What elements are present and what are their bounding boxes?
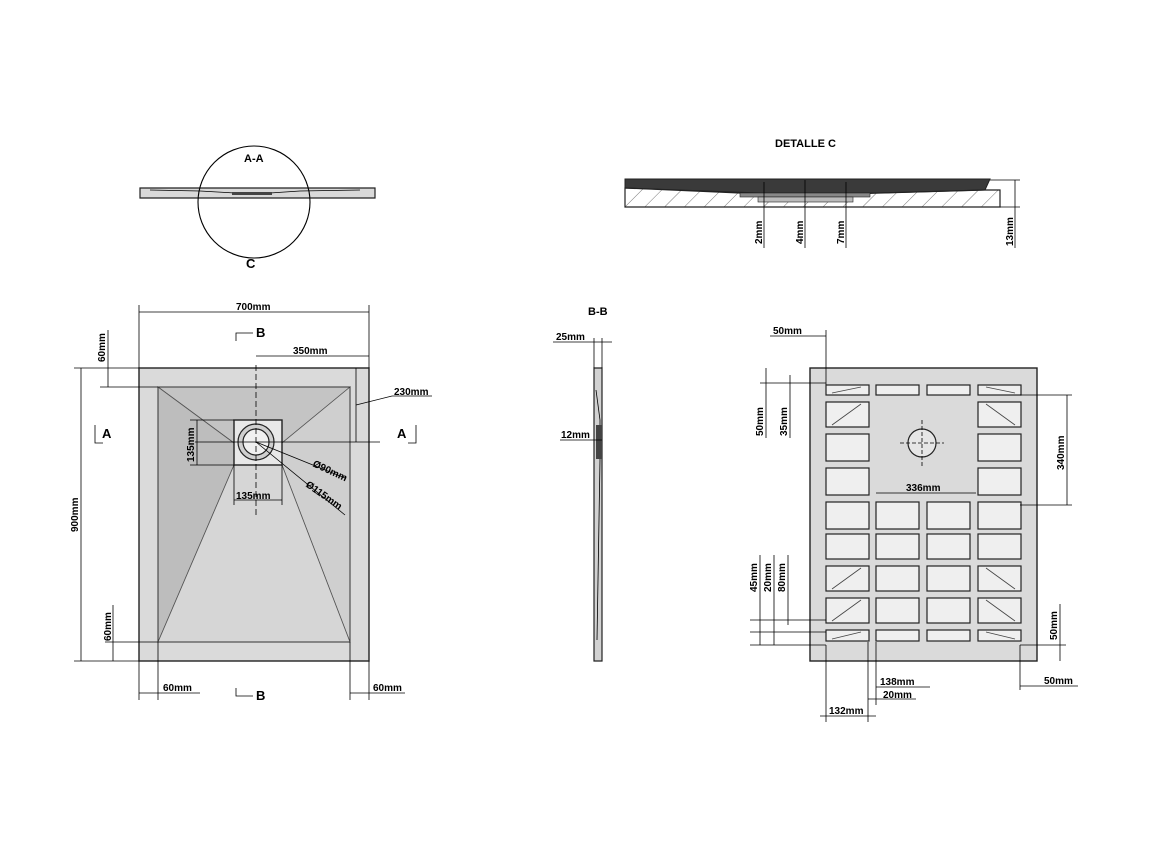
detail-dim-13mm: 13mm [1005, 217, 1016, 246]
bottom-left-50: 50mm [755, 407, 766, 436]
bottom-right-340: 340mm [1056, 435, 1067, 470]
cut-b-bottom-marker [235, 688, 253, 697]
section-bb-side-dim: 12mm [561, 430, 590, 441]
bottom-rib-cell [825, 433, 870, 462]
bottom-rib-cell [825, 597, 870, 624]
bottom-rib-cell [825, 467, 870, 496]
detail-dim-2mm: 2mm [754, 221, 765, 244]
bottom-rib-cell [926, 597, 971, 624]
bottom-rib-cell [977, 565, 1022, 592]
cut-a-left-label: A [102, 426, 112, 441]
cut-a-left-marker [94, 425, 103, 444]
bottom-rib-cell [875, 533, 920, 560]
plan-drain-width-label: 135mm [236, 491, 271, 502]
bottom-rib-cell [926, 565, 971, 592]
bottom-rib-diagonal [831, 403, 862, 426]
detail-c-marker: C [246, 256, 256, 271]
section-bb-view: B-B 25mm 12mm [553, 306, 612, 662]
bottom-rib-cell [875, 501, 920, 530]
bottom-rib-cell [926, 501, 971, 530]
bottom-left-80: 80mm [777, 563, 788, 592]
detail-c-view: DETALLE C 2mm 4mm 7mm 13mm [624, 138, 1020, 248]
bottom-rib-diagonal [831, 631, 862, 640]
bottom-rib-cell [926, 384, 971, 396]
bottom-left-35: 35mm [779, 407, 790, 436]
bottom-dim-138: 138mm [880, 677, 915, 688]
section-aa-title: A-A [244, 153, 264, 165]
bottom-right-50: 50mm [1049, 611, 1060, 640]
detail-dim-7mm: 7mm [836, 221, 847, 244]
bottom-left-20: 20mm [763, 563, 774, 592]
section-aa-view: A-A C [139, 145, 376, 271]
bottom-rib-cell [977, 401, 1022, 428]
bottom-rib-cell [977, 597, 1022, 624]
plan-drain-height-label: 135mm [186, 427, 197, 462]
plan-half-width-label: 350mm [293, 346, 328, 357]
plan-drain-to-edge-label: 230mm [394, 387, 429, 398]
plan-width-label: 700mm [236, 302, 271, 313]
bottom-rib-cell [926, 629, 971, 642]
bottom-rib-cell [825, 565, 870, 592]
plan-height-label: 900mm [70, 497, 81, 532]
bottom-rib-cell [977, 501, 1022, 530]
plan-left-margin-label: 60mm [163, 683, 192, 694]
bottom-rib-diagonal [985, 631, 1016, 640]
section-bb-title: B-B [588, 306, 608, 318]
bottom-rib-diagonal [985, 599, 1016, 622]
bottom-dim-132: 132mm [829, 706, 864, 717]
bottom-top-offset: 50mm [773, 326, 802, 337]
bottom-left-45: 45mm [749, 563, 760, 592]
detail-c-circle [197, 145, 311, 259]
bottom-rib-cell [977, 433, 1022, 462]
plan-view: 700mm 350mm 230mm 900mm 60mm 60mm 135mm … [70, 302, 432, 703]
cut-a-right-label: A [397, 426, 407, 441]
bottom-rib-cell [977, 467, 1022, 496]
bottom-rib-cell [977, 533, 1022, 560]
plan-right-margin-label: 60mm [373, 683, 402, 694]
bottom-rib-cell [875, 629, 920, 642]
bottom-center-336: 336mm [906, 483, 941, 494]
bottom-rib-diagonal [985, 403, 1016, 426]
bottom-rib-cell [825, 533, 870, 560]
bottom-rib-cell [875, 384, 920, 396]
plan-top-margin-label: 60mm [97, 333, 108, 362]
bottom-rib-cell [875, 597, 920, 624]
cut-b-top-marker [235, 332, 253, 341]
bottom-rib-cell [926, 533, 971, 560]
bottom-rib-diagonal [985, 386, 1016, 394]
bottom-rib-cell [875, 565, 920, 592]
bottom-rib-cell [825, 401, 870, 428]
detail-c-title: DETALLE C [775, 138, 836, 150]
bottom-grid-cells [825, 384, 1022, 642]
bottom-dim-right-50: 50mm [1044, 676, 1073, 687]
bottom-view: 336mm 340mm 50mm 50mm 35mm 45mm 20mm 80m… [749, 326, 1078, 722]
bottom-dim-20: 20mm [883, 690, 912, 701]
section-bb-top-dim: 25mm [556, 332, 585, 343]
plan-bottom-margin-label: 60mm [103, 612, 114, 641]
bottom-rib-diagonal [831, 567, 862, 590]
bottom-rib-cell [825, 501, 870, 530]
bottom-rib-diagonal [831, 386, 862, 394]
bottom-rib-diagonal [985, 567, 1016, 590]
bottom-rib-diagonal [831, 599, 862, 622]
cut-a-right-marker [408, 425, 417, 444]
detail-dim-4mm: 4mm [795, 221, 806, 244]
cut-b-top-label: B [256, 325, 265, 340]
cut-b-bottom-label: B [256, 688, 265, 703]
